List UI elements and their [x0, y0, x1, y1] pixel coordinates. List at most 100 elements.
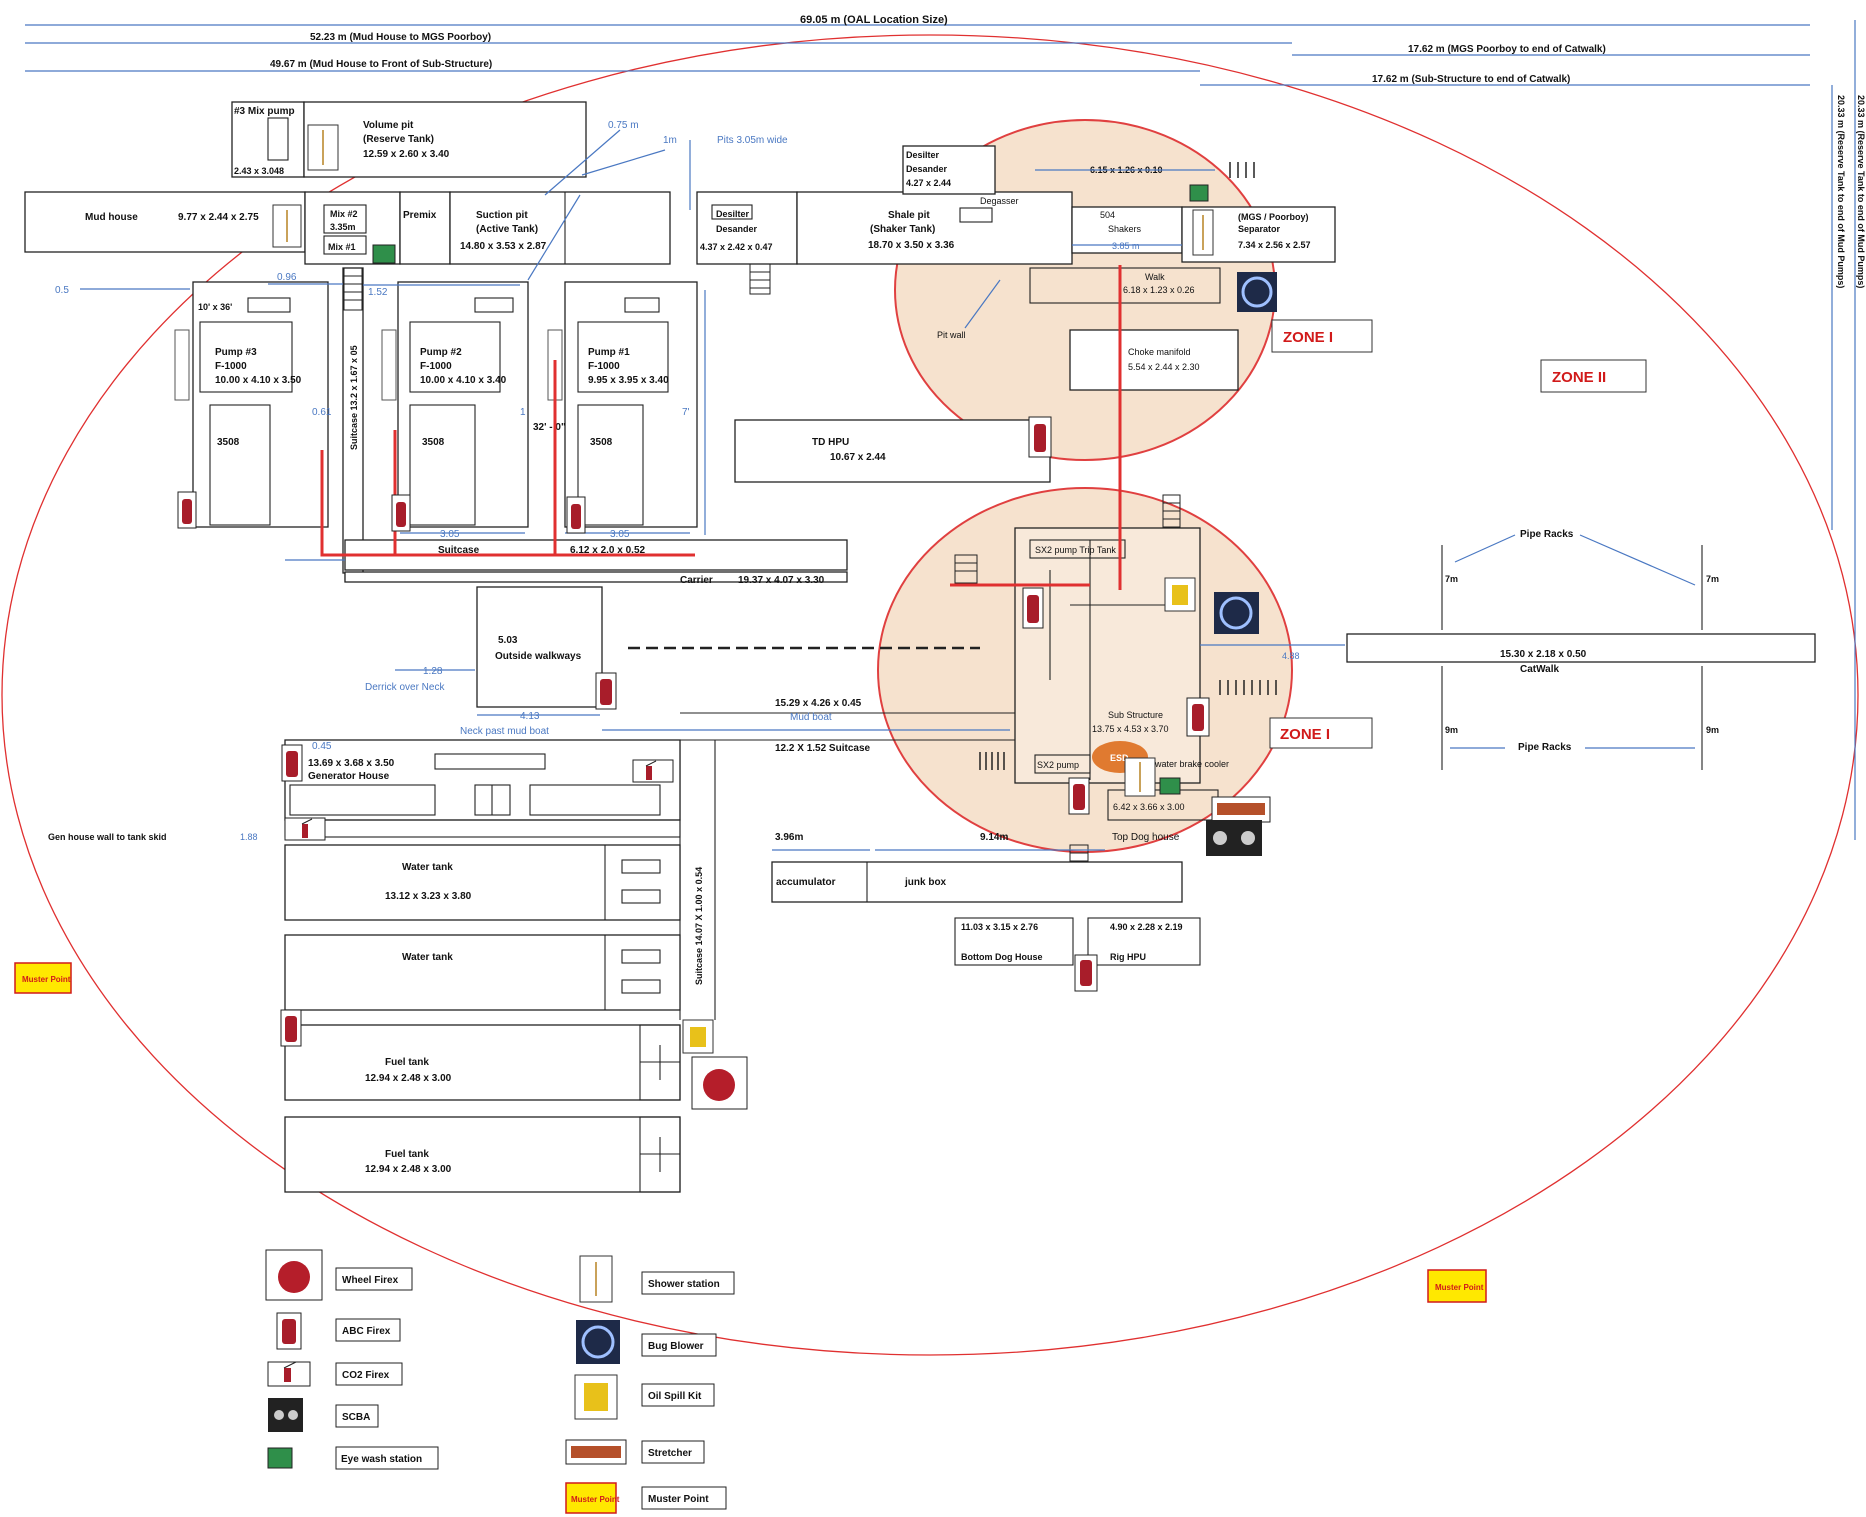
svg-text:10' x 36': 10' x 36': [198, 302, 232, 312]
svg-text:0.96: 0.96: [277, 272, 297, 283]
svg-text:F-1000: F-1000: [588, 361, 620, 372]
svg-text:0.61: 0.61: [312, 407, 332, 418]
svg-text:9.95 x 3.95 x 3.40: 9.95 x 3.95 x 3.40: [588, 375, 669, 386]
svg-text:10.00 x 4.10 x 3.40: 10.00 x 4.10 x 3.40: [420, 375, 507, 386]
svg-text:13.75 x 4.53 x 3.70: 13.75 x 4.53 x 3.70: [1092, 724, 1169, 734]
legend-co2-firex-label: CO2 Firex: [342, 1370, 390, 1381]
legend-co2-firex-icon: [267, 1361, 311, 1387]
abc-firex-icon: [595, 672, 617, 710]
svg-text:Walk: Walk: [1145, 272, 1165, 282]
svg-text:Degasser: Degasser: [980, 196, 1019, 206]
dimension-lines-top: [25, 20, 1856, 840]
scba-icon: [1206, 820, 1262, 856]
svg-text:Pump #2: Pump #2: [420, 347, 462, 358]
dim-mud-to-substructure: 49.67 m (Mud House to Front of Sub-Struc…: [270, 59, 492, 70]
legend-muster-point-label: Muster Point: [648, 1494, 709, 1505]
svg-text:6.42 x 3.66 x 3.00: 6.42 x 3.66 x 3.00: [1113, 802, 1185, 812]
svg-text:Pipe Racks: Pipe Racks: [1518, 742, 1572, 753]
svg-text:Outside walkways: Outside walkways: [495, 651, 582, 662]
svg-text:1m: 1m: [663, 135, 677, 146]
svg-text:5.03: 5.03: [498, 635, 518, 646]
svg-text:Gen house wall to tank skid: Gen house wall to tank skid: [48, 832, 167, 842]
svg-text:Muster Point: Muster Point: [22, 975, 71, 984]
svg-text:Pump #3: Pump #3: [215, 347, 257, 358]
svg-text:Muster Point: Muster Point: [1435, 1283, 1484, 1292]
legend-oil-spill-icon: [574, 1374, 618, 1420]
svg-text:10.00 x 4.10 x 3.50: 10.00 x 4.10 x 3.50: [215, 375, 302, 386]
svg-text:Separator: Separator: [1238, 224, 1281, 234]
legend-stretcher-label: Stretcher: [648, 1448, 692, 1459]
abc-firex-icon: [1186, 697, 1210, 737]
svg-text:Pit wall: Pit wall: [937, 330, 966, 340]
svg-text:11.03 x 3.15 x 2.76: 11.03 x 3.15 x 2.76: [961, 922, 1038, 932]
svg-text:7m: 7m: [1706, 574, 1719, 584]
svg-text:0.45: 0.45: [312, 741, 332, 752]
catwalk: [1346, 633, 1816, 663]
oil-spill-kit-icon: [682, 1019, 714, 1054]
abc-firex-icon: [1074, 954, 1098, 992]
svg-text:CatWalk: CatWalk: [1520, 664, 1560, 675]
svg-text:12.94 x 2.48 x 3.00: 12.94 x 2.48 x 3.00: [365, 1164, 452, 1175]
generator-house: [284, 739, 681, 821]
svg-text:14.80 x 3.53 x 2.87: 14.80 x 3.53 x 2.87: [460, 241, 547, 252]
svg-text:2.43 x 3.048: 2.43 x 3.048: [234, 166, 284, 176]
flow-lines: [320, 265, 1122, 590]
svg-text:15.30 x 2.18 x 0.50: 15.30 x 2.18 x 0.50: [1500, 649, 1587, 660]
svg-text:junk box: junk box: [904, 877, 947, 888]
legend-oil-spill-label: Oil Spill Kit: [648, 1391, 702, 1402]
svg-text:18.70 x 3.50 x 3.36: 18.70 x 3.50 x 3.36: [868, 240, 955, 251]
svg-text:(Reserve Tank): (Reserve Tank): [363, 134, 434, 145]
legend-muster-point-icon: [565, 1482, 617, 1514]
td-hpu: [734, 419, 1051, 483]
svg-text:Desander: Desander: [906, 164, 948, 174]
svg-text:3.85 m: 3.85 m: [1112, 241, 1140, 251]
desilter-desander-2: [902, 145, 996, 195]
svg-text:3.05: 3.05: [440, 529, 460, 540]
svg-text:Generator House: Generator House: [308, 771, 390, 782]
sub-structure: [1014, 527, 1201, 784]
svg-text:SX2 pump Trip Tank: SX2 pump Trip Tank: [1035, 545, 1116, 555]
legend: Wheel Firex ABC Firex CO2 Firex SCBA Eye…: [265, 1249, 735, 1514]
legend-abc-firex-label: ABC Firex: [342, 1326, 391, 1337]
abc-firex-icon: [177, 491, 197, 529]
zone-1-label-bottom: [1269, 717, 1373, 749]
svg-text:9m: 9m: [1706, 725, 1719, 735]
svg-text:4.27 x 2.44: 4.27 x 2.44: [906, 178, 951, 188]
svg-text:32' - 0": 32' - 0": [533, 422, 566, 433]
svg-text:Desilter: Desilter: [906, 150, 940, 160]
svg-text:7': 7': [682, 407, 690, 418]
bottom-dog-house: [954, 917, 1074, 966]
svg-text:9.14m: 9.14m: [980, 832, 1008, 843]
abc-firex-icon: [1068, 777, 1090, 815]
svg-text:3.35m: 3.35m: [330, 222, 356, 232]
svg-text:Premix: Premix: [403, 210, 437, 221]
svg-text:0.5: 0.5: [55, 285, 69, 296]
svg-text:12.94 x 2.48 x 3.00: 12.94 x 2.48 x 3.00: [365, 1073, 452, 1084]
svg-text:Shale pit: Shale pit: [888, 210, 930, 221]
oil-spill-kit-icon: [1164, 577, 1196, 612]
svg-text:10.67 x 2.44: 10.67 x 2.44: [830, 452, 886, 463]
svg-text:(Active Tank): (Active Tank): [476, 224, 538, 235]
rig-hpu: [1087, 917, 1201, 966]
svg-text:12.59 x 2.60 x 3.40: 12.59 x 2.60 x 3.40: [363, 149, 450, 160]
svg-text:6.12 x 2.0 x 0.52: 6.12 x 2.0 x 0.52: [570, 545, 646, 556]
svg-text:accumulator: accumulator: [776, 877, 836, 888]
svg-text:7.34 x 2.56 x 2.57: 7.34 x 2.56 x 2.57: [1238, 240, 1311, 250]
svg-text:Water tank: Water tank: [402, 862, 453, 873]
svg-text:Mix #1: Mix #1: [328, 242, 356, 252]
muster-point-right: [1427, 1269, 1487, 1303]
svg-text:5.54 x 2.44 x 2.30: 5.54 x 2.44 x 2.30: [1128, 362, 1200, 372]
svg-text:4.90 x 2.28 x 2.19: 4.90 x 2.28 x 2.19: [1110, 922, 1183, 932]
svg-text:ZONE I: ZONE I: [1283, 329, 1333, 346]
svg-text:Sub Structure: Sub Structure: [1108, 710, 1163, 720]
desilter-desander: [696, 191, 798, 265]
svg-text:Fuel tank: Fuel tank: [385, 1057, 429, 1068]
svg-text:Carrier: Carrier: [680, 575, 713, 586]
svg-text:ZONE I: ZONE I: [1280, 726, 1330, 743]
legend-eye-wash-label: Eye wash station: [341, 1454, 422, 1465]
zone-1-label-top: [1271, 319, 1373, 353]
eye-wash-station-icon: [1189, 184, 1209, 202]
svg-text:504: 504: [1100, 210, 1115, 220]
svg-text:Suitcase: Suitcase: [438, 545, 480, 556]
legend-bug-blower-icon: [576, 1320, 620, 1364]
